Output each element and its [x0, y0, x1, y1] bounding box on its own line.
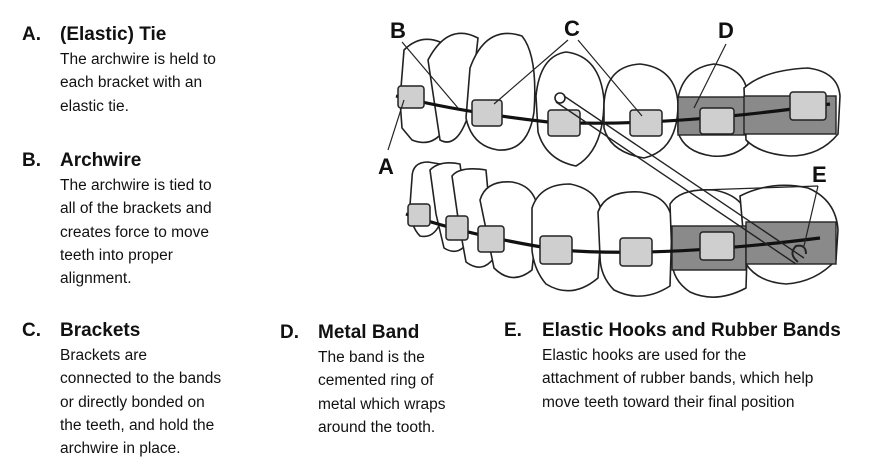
legend-description: Brackets are connected to the bands or d… [60, 347, 222, 458]
legend-item-archwire: B. Archwire The archwire is tied to all … [22, 148, 282, 290]
legend-description: The archwire is held to each bracket wit… [60, 51, 216, 115]
rubber-band [563, 95, 805, 259]
legend-title: Archwire [60, 150, 142, 171]
legend-heading-tie: A. (Elastic) Tie [22, 22, 282, 48]
legend-item-elastic-hooks: E. Elastic Hooks and Rubber Bands Elasti… [504, 318, 864, 414]
leader-line-b [401, 41, 459, 109]
bracket [699, 107, 735, 135]
legend-letter: B. [22, 150, 41, 171]
braces-illustration: B C D A E [378, 16, 841, 298]
legend-letter: E. [504, 320, 522, 341]
leader-line-c [577, 39, 643, 117]
bracket [407, 203, 431, 227]
legend-description: The band is the cemented ring of metal w… [318, 349, 446, 436]
legend-title: (Elastic) Tie [60, 24, 167, 45]
bracket [789, 91, 827, 121]
legend-item-tie: A. (Elastic) Tie The archwire is held to… [22, 22, 282, 118]
bracket [547, 109, 581, 137]
legend-letter: A. [22, 24, 41, 45]
lower-tooth [479, 181, 539, 279]
callout-a: A [378, 154, 394, 179]
elastic-hook [791, 244, 807, 263]
bracket [397, 85, 425, 109]
leader-line-c [493, 39, 569, 105]
legend-item-metal-band: D. Metal Band The band is the cemented r… [280, 320, 500, 439]
legend-heading-brackets: C. Brackets [22, 318, 282, 344]
leader-line-e [699, 185, 819, 191]
legend-description: The archwire is tied to all of the brack… [60, 177, 212, 288]
legend-heading-archwire: B. Archwire [22, 148, 282, 174]
legend-letter: C. [22, 320, 41, 341]
leader-line-a [387, 99, 405, 151]
rubber-band [555, 101, 797, 265]
legend-description: Elastic hooks are used for the attachmen… [542, 347, 814, 411]
leader-line-d [693, 43, 727, 109]
upper-tooth [535, 51, 605, 167]
legend-letter: D. [280, 322, 299, 343]
leader-line-e [803, 185, 819, 247]
bracket [471, 99, 503, 127]
legend-title: Metal Band [318, 322, 420, 343]
bracket [699, 231, 735, 261]
legend-title: Brackets [60, 320, 141, 341]
legend-heading-metal-band: D. Metal Band [280, 320, 500, 346]
bracket [539, 235, 573, 265]
legend-item-brackets: C. Brackets Brackets are connected to th… [22, 318, 282, 460]
callout-c: C [564, 16, 580, 41]
bracket [445, 215, 469, 241]
callout-e: E [812, 162, 827, 187]
bracket [629, 109, 663, 137]
bracket [477, 225, 505, 253]
bracket [619, 237, 653, 267]
legend-heading-elastic-hooks: E. Elastic Hooks and Rubber Bands [504, 318, 864, 344]
callout-b: B [390, 18, 406, 43]
elastic-hook [554, 92, 566, 104]
callout-d: D [718, 18, 734, 43]
legend-title: Elastic Hooks and Rubber Bands [542, 320, 841, 341]
